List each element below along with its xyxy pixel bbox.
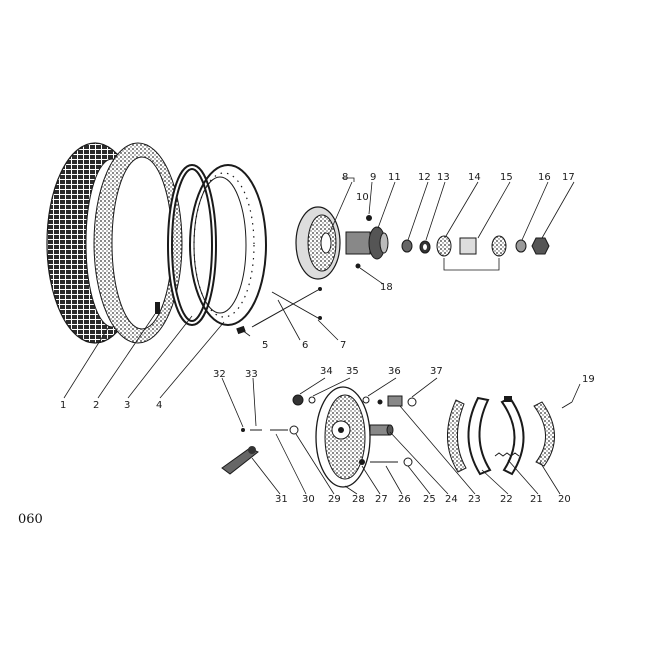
part-label-14: 14 — [468, 172, 481, 183]
part-label-26: 26 — [398, 494, 411, 505]
part-label-29: 29 — [328, 494, 341, 505]
part-label-11: 11 — [388, 172, 401, 183]
part-label-13: 13 — [437, 172, 450, 183]
lever-bolt-30 — [270, 425, 299, 435]
part-label-8: 8 — [342, 172, 348, 183]
brake-shoe-left — [447, 396, 492, 476]
part-label-18: 18 — [380, 282, 393, 293]
cap-16 — [515, 239, 527, 253]
part-label-2: 2 — [93, 400, 99, 411]
part-label-5: 5 — [262, 340, 268, 351]
rim-lock — [236, 325, 246, 335]
part-label-7: 7 — [340, 340, 346, 351]
part-label-6: 6 — [302, 340, 308, 351]
rim-tape — [167, 164, 217, 326]
part-label-30: 30 — [302, 494, 315, 505]
brake-lever — [221, 446, 259, 475]
wheel-rim — [189, 164, 267, 326]
part-label-21: 21 — [530, 494, 543, 505]
grease-nipple-18 — [355, 263, 361, 269]
part-label-32: 32 — [213, 369, 226, 380]
part-label-4: 4 — [156, 400, 162, 411]
part-label-15: 15 — [500, 172, 513, 183]
cam-pin — [370, 457, 413, 467]
part-labels: 1 2 3 4 5 6 7 8 9 10 11 12 13 14 15 16 1… — [60, 172, 595, 505]
part-label-10: 10 — [356, 192, 369, 203]
part-label-27: 27 — [375, 494, 388, 505]
part-label-36: 36 — [388, 366, 401, 377]
part-label-34: 34 — [320, 366, 333, 377]
page-code: 060 — [18, 512, 43, 527]
washer-37 — [407, 397, 417, 407]
part-label-3: 3 — [124, 400, 130, 411]
nut-34 — [292, 394, 304, 406]
axle-nut-17 — [531, 237, 550, 255]
part-label-19: 19 — [582, 374, 595, 385]
spacer-15 — [443, 235, 507, 271]
brake-cam — [369, 424, 394, 436]
part-label-9: 9 — [370, 172, 376, 183]
part-label-23: 23 — [468, 494, 481, 505]
part-label-28: 28 — [352, 494, 365, 505]
leader-lines — [63, 177, 581, 495]
washer-36 — [362, 395, 403, 407]
part-label-20: 20 — [558, 494, 571, 505]
washer-25 — [359, 459, 365, 465]
hub-shell — [295, 206, 341, 280]
part-label-1: 1 — [60, 400, 66, 411]
part-label-25: 25 — [423, 494, 436, 505]
bearing-14 — [436, 235, 452, 257]
pin-32 — [241, 428, 245, 432]
cam-bolt-19 — [561, 401, 573, 409]
part-label-17: 17 — [562, 172, 575, 183]
hub-nut-12 — [401, 239, 413, 253]
hub-washer-13 — [419, 240, 431, 254]
brake-plate — [315, 386, 371, 488]
hub-spindle — [345, 226, 389, 260]
part-label-12: 12 — [418, 172, 431, 183]
part-label-31: 31 — [275, 494, 288, 505]
small-screw — [366, 215, 372, 221]
part-label-22: 22 — [500, 494, 513, 505]
shoe-spring — [494, 452, 520, 457]
part-label-24: 24 — [445, 494, 458, 505]
part-label-33: 33 — [245, 369, 258, 380]
spokes — [251, 287, 322, 328]
part-label-16: 16 — [538, 172, 551, 183]
washer-35 — [308, 396, 316, 404]
part-label-35: 35 — [346, 366, 359, 377]
part-label-37: 37 — [430, 366, 443, 377]
